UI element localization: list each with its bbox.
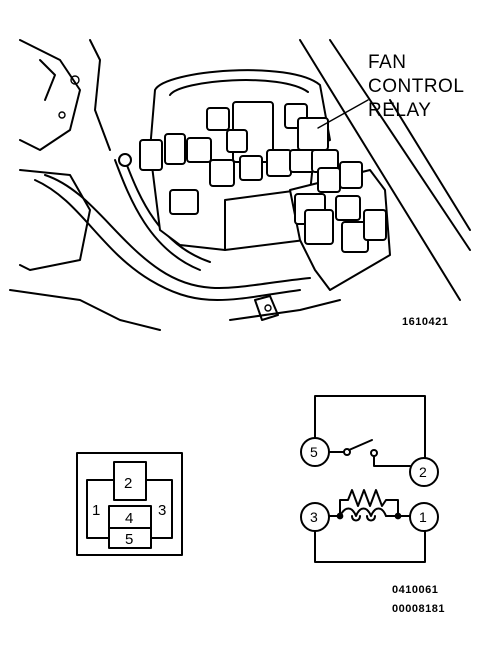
relay-box-cover-rim	[169, 79, 309, 96]
relay-coil-loops	[351, 515, 376, 522]
terminal-5-label: 5	[310, 444, 318, 460]
terminal-1	[409, 502, 439, 532]
terminal-2-label: 2	[419, 464, 427, 480]
suppression-resistor	[339, 489, 399, 517]
relay-block	[186, 137, 212, 163]
fender-edge-line	[299, 39, 461, 301]
callout-line-relay: RELAY	[368, 100, 431, 121]
relay-block	[289, 149, 315, 173]
relay-block-cluster-top	[139, 101, 339, 215]
relay-schematic: 5 2 3 1	[300, 395, 439, 563]
engine-part-detail	[39, 59, 56, 101]
terminal-5	[300, 437, 330, 467]
engine-block-left	[19, 169, 91, 271]
terminal-3-label: 3	[310, 509, 318, 525]
terminal-3	[300, 502, 330, 532]
relay-block	[239, 155, 263, 181]
relay-block	[206, 107, 230, 131]
fuse-block	[139, 139, 163, 171]
schematic-figure-code: 0410061	[392, 584, 438, 596]
document-number: 00008181	[392, 603, 445, 615]
pin-2-terminal	[113, 461, 147, 501]
relay-block	[209, 159, 235, 187]
fuse-block-low	[169, 189, 199, 215]
terminal-1-label: 1	[419, 509, 427, 525]
engine-bracket	[89, 39, 111, 151]
callout-line-control: CONTROL	[368, 76, 464, 97]
relay-block	[226, 129, 248, 153]
mounting-bracket	[254, 295, 279, 321]
hood-edge-line	[389, 99, 471, 231]
relay-block	[335, 195, 361, 221]
callout-leader-line	[317, 99, 369, 129]
lower-frame-line	[9, 289, 161, 331]
engine-bay-illustration	[9, 39, 471, 331]
switch-arm	[348, 439, 373, 451]
lower-body-line	[229, 299, 341, 321]
fuse-block	[164, 133, 186, 165]
bolt-head-2	[58, 111, 66, 119]
relay-connector-pinout: 2 1 3 4 5	[76, 452, 183, 556]
radiator-hose	[34, 179, 301, 301]
relay-block	[363, 209, 387, 241]
pin-5-terminal	[108, 527, 152, 549]
pin-3-label: 3	[158, 502, 166, 519]
connector-plug	[118, 153, 132, 167]
relay-block	[339, 161, 363, 189]
relay-block	[317, 167, 341, 193]
pin-4-label: 4	[125, 510, 133, 527]
pin-5-label: 5	[125, 531, 133, 548]
relay-block	[304, 209, 334, 245]
wire-harness-inner	[124, 159, 211, 263]
relay-box-edge	[224, 189, 301, 251]
wire-terminal-3-to-1	[314, 530, 426, 563]
engine-part-left	[19, 39, 81, 151]
radiator-hose-inner	[44, 174, 311, 289]
bracket-bolt	[264, 304, 272, 312]
relay-block-cluster-right	[294, 161, 387, 253]
pin-1-label: 1	[92, 502, 100, 519]
bolt-head	[70, 75, 80, 85]
terminal-2	[409, 457, 439, 487]
wire-harness	[114, 159, 201, 271]
engine-figure-code: 1610421	[402, 316, 448, 328]
pin-2-label: 2	[124, 475, 132, 492]
callout-line-fan: FAN	[368, 52, 406, 73]
wire-terminal-5-to-2	[314, 395, 426, 459]
relay-coil	[339, 507, 387, 517]
fan-control-relay-block	[297, 117, 329, 151]
fender-edge-line-2	[329, 39, 471, 251]
switch-lead-2	[373, 455, 411, 467]
relay-block	[266, 149, 292, 177]
